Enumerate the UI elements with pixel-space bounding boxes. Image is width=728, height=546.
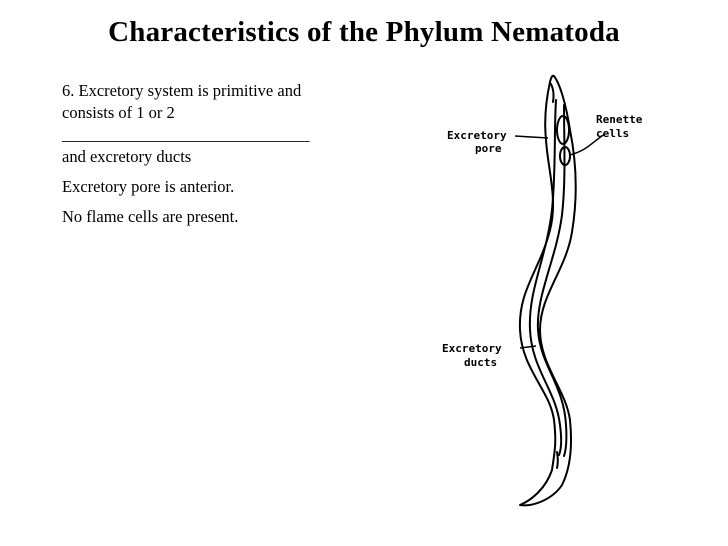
excretory-pore-leader <box>514 135 549 139</box>
renette-leader <box>569 133 606 156</box>
renette-cell-upper <box>556 115 570 145</box>
slide-body: 6. Excretory system is primitive and con… <box>62 80 382 228</box>
tail-tip <box>556 451 559 469</box>
label-excretory-pore-1: Excretory <box>447 129 507 142</box>
excretory-duct-right <box>536 104 568 457</box>
ducts-leader <box>519 345 537 349</box>
excretory-duct-left <box>528 99 563 456</box>
point-line-2: consists of 1 or 2 <box>62 103 175 122</box>
label-excretory-pore-2: pore <box>475 142 502 155</box>
point-line-3: and excretory ducts <box>62 147 192 166</box>
point-line-1: 6. Excretory system is primitive and <box>62 81 302 100</box>
label-ducts-2: ducts <box>464 356 497 369</box>
slide-title: Characteristics of the Phylum Nematoda <box>108 16 620 48</box>
label-renette-1: Renette <box>596 113 643 126</box>
nematoda-excretory-diagram: Excretory pore Renette cells Excretory d… <box>442 74 643 507</box>
label-ducts-1: Excretory <box>442 342 502 355</box>
fill-in-blank: ______________________________ <box>62 125 310 144</box>
renette-cell-lower <box>559 146 571 166</box>
fact-flame-cells: No flame cells are present. <box>62 207 239 226</box>
fact-excretory-pore: Excretory pore is anterior. <box>62 177 235 196</box>
stoma <box>550 83 555 103</box>
label-renette-2: cells <box>596 127 629 140</box>
